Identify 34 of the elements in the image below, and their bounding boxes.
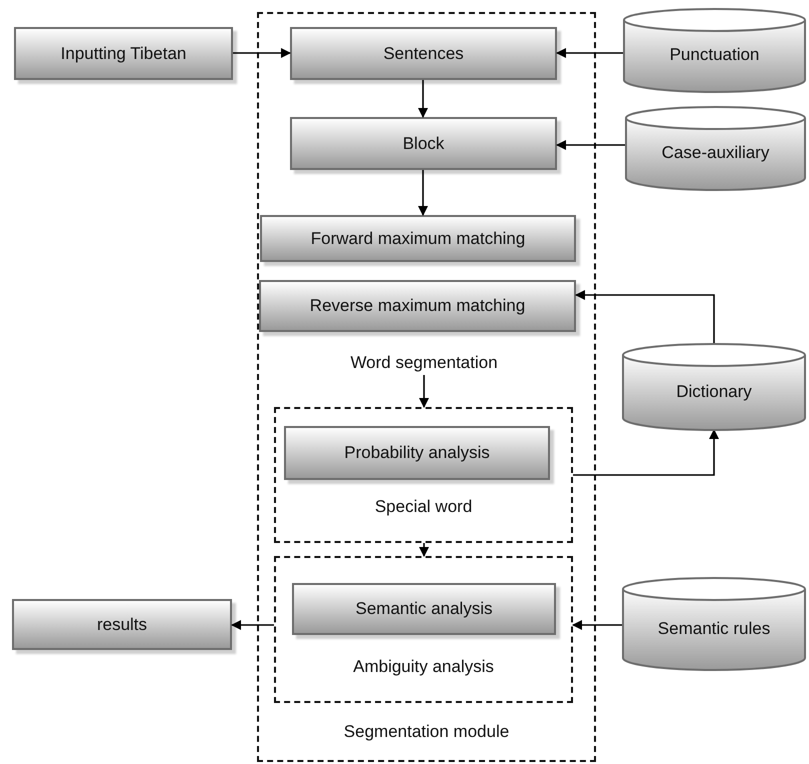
process-box: results: [12, 599, 232, 650]
section-label: Word segmentation: [350, 353, 498, 373]
database-label: Case-auxiliary: [660, 143, 770, 163]
process-box: Semantic analysis: [292, 583, 556, 635]
arrow: [419, 543, 429, 557]
group-label: Special word: [374, 497, 474, 517]
database-cylinder: [622, 343, 806, 430]
arrow: [419, 375, 429, 408]
database-cylinder: [622, 577, 806, 670]
arrow: [573, 429, 719, 476]
arrow: [575, 290, 715, 343]
arrow: [556, 48, 623, 58]
arrow: [231, 620, 274, 630]
database-cylinder: [623, 8, 806, 92]
arrow: [556, 140, 625, 150]
group-label: Ambiguity analysis: [352, 657, 495, 677]
process-box: Inputting Tibetan: [14, 27, 233, 80]
arrow: [572, 620, 622, 630]
dashed-group-box: [274, 407, 573, 543]
process-box: Probability analysis: [284, 426, 550, 480]
arrow: [233, 48, 291, 58]
database-label: Dictionary: [675, 382, 753, 402]
process-box: Sentences: [290, 27, 557, 80]
arrow: [418, 170, 428, 216]
group-label: Segmentation module: [342, 722, 510, 742]
process-box: Reverse maximum matching: [259, 280, 576, 332]
process-box: Forward maximum matching: [260, 215, 576, 262]
database-label: Punctuation: [668, 45, 760, 65]
dashed-group-box: [257, 12, 596, 762]
database-cylinder: [625, 106, 806, 190]
dashed-group-box: [274, 556, 573, 703]
database-label: Semantic rules: [656, 618, 772, 638]
arrow: [418, 80, 428, 118]
process-box: Block: [290, 117, 557, 170]
